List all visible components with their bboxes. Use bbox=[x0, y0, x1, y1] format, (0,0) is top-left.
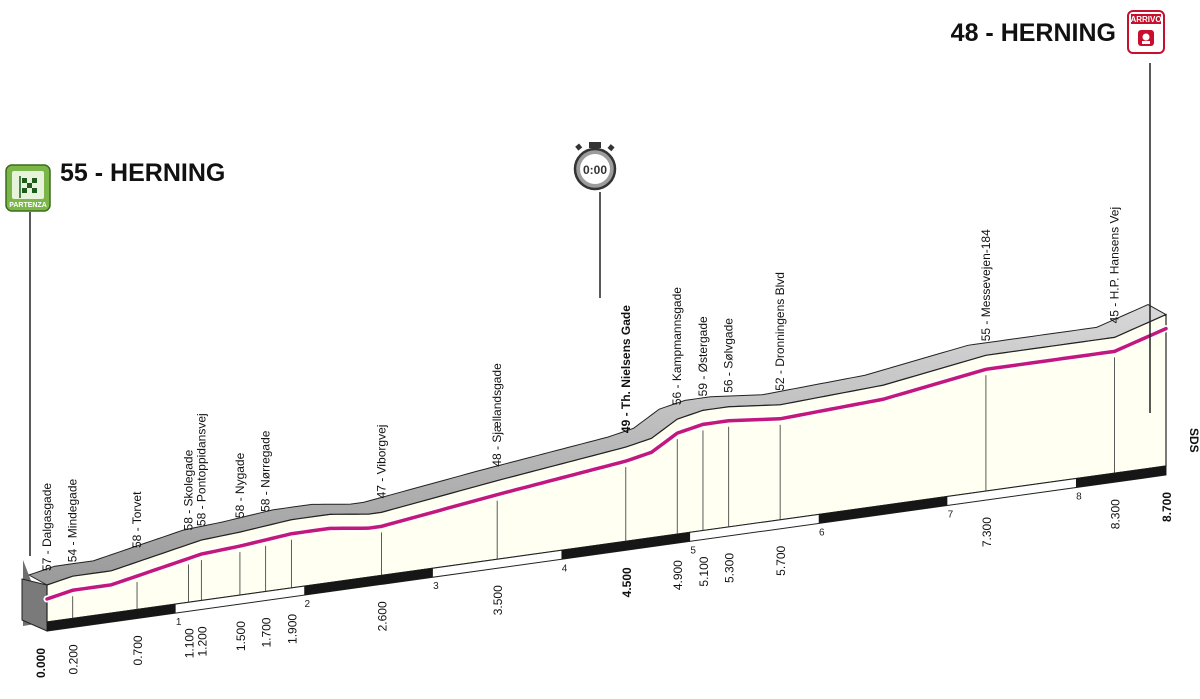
distance-strip-segment bbox=[47, 604, 176, 631]
km-tick-label: 4 bbox=[562, 563, 568, 574]
distance-gridlines bbox=[72, 357, 1115, 619]
distance-strip-segment bbox=[1075, 466, 1166, 488]
distance-label: 5.700 bbox=[774, 545, 788, 575]
street-label: 48 - Sjællandsgade bbox=[490, 363, 504, 467]
street-label: 56 - Sølvgade bbox=[722, 318, 736, 393]
distance-label: 1.100 bbox=[182, 628, 196, 658]
street-label: 58 - Pontoppidansvej bbox=[194, 413, 208, 526]
finish-distance-label: 8.700 bbox=[1160, 492, 1174, 522]
street-label: 55 - Messevejen-184 bbox=[979, 229, 993, 341]
timecheck-label: 0:00 bbox=[583, 163, 607, 177]
distance-strip-segment bbox=[818, 496, 948, 524]
start-distance-label: 0.000 bbox=[34, 648, 48, 678]
sds-label: SDS bbox=[1187, 428, 1200, 453]
street-label: 49 - Th. Nielsens Gade bbox=[619, 305, 633, 433]
street-label: 47 - Viborgvej bbox=[374, 425, 388, 499]
partenza-label: PARTENZA bbox=[9, 202, 47, 209]
distance-label: 1.700 bbox=[260, 617, 274, 647]
profile-text: 1 2 3 4 5 6 7 8 57 - Dalgasgade 54 - Mindegade 0.2… bbox=[34, 207, 1200, 678]
km-tick-label: 5 bbox=[690, 545, 696, 556]
street-label: 58 - Nygade bbox=[233, 452, 247, 518]
stopwatch-icon: 0:00 bbox=[573, 142, 617, 191]
distance-label: 3.500 bbox=[491, 585, 505, 615]
distance-label: 7.300 bbox=[980, 517, 994, 547]
route-line bbox=[45, 326, 1168, 601]
distance-strip-segment bbox=[561, 532, 691, 560]
km-tick-label: 3 bbox=[433, 581, 439, 592]
profile-marks bbox=[29, 63, 1170, 603]
distance-label: 2.600 bbox=[375, 601, 389, 631]
start-title: 55 - HERNING bbox=[60, 159, 225, 187]
km-tick-label: 2 bbox=[304, 599, 310, 610]
distance-label: 5.300 bbox=[723, 553, 737, 583]
arrivo-label: ARRIVO bbox=[1130, 15, 1161, 24]
street-label: 58 - Skolegade bbox=[181, 449, 195, 530]
distance-label: 4.500 bbox=[620, 567, 634, 597]
street-label: 57 - Dalgasgade bbox=[40, 483, 54, 571]
finish-title: 48 - HERNING bbox=[951, 19, 1116, 47]
arrivo-finish-icon: ARRIVO bbox=[1127, 10, 1165, 54]
distance-strip-segment bbox=[304, 568, 433, 596]
distance-label: 1.500 bbox=[234, 621, 248, 651]
distance-label: 5.100 bbox=[697, 556, 711, 586]
street-label: 52 - Dronningens Blvd bbox=[773, 272, 787, 391]
partenza-flag-icon: PARTENZA bbox=[5, 164, 51, 212]
distance-label: 0.700 bbox=[131, 635, 145, 665]
street-label: 56 - Kampmannsgade bbox=[670, 287, 684, 405]
km-tick-label: 7 bbox=[948, 509, 954, 520]
distance-label: 4.900 bbox=[671, 560, 685, 590]
street-label: 58 - Nørregade bbox=[259, 430, 273, 512]
street-label: 45 - H.P. Hansens Vej bbox=[1108, 207, 1122, 324]
distance-label: 8.300 bbox=[1109, 499, 1123, 529]
km-tick-label: 1 bbox=[176, 617, 182, 628]
distance-label: 1.900 bbox=[285, 614, 299, 644]
street-label: 58 - Torvet bbox=[130, 491, 144, 548]
km-tick-label: 8 bbox=[1076, 492, 1082, 503]
distance-label: 0.200 bbox=[67, 644, 81, 674]
distance-label: 1.200 bbox=[195, 626, 209, 656]
street-label: 59 - Østergade bbox=[696, 316, 710, 396]
street-label: 54 - Mindegade bbox=[66, 478, 80, 562]
km-tick-label: 6 bbox=[819, 527, 825, 538]
